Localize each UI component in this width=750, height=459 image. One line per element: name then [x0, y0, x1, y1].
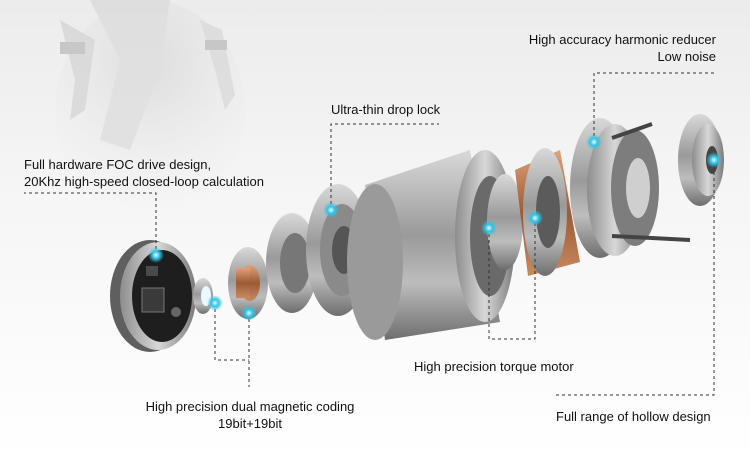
- callout-magnetic-coding: High precision dual magnetic coding 19bi…: [132, 398, 368, 432]
- callout-magnetic-coding-line1: High precision dual magnetic coding: [145, 399, 355, 414]
- leader-foc-drive: [24, 192, 157, 255]
- callout-torque-motor: High precision torque motor: [414, 358, 574, 375]
- harmonic-reducer: [570, 118, 691, 258]
- callout-hollow-design-line1: Full range of hollow design: [556, 409, 711, 424]
- callout-markers: [148, 134, 722, 321]
- leader-torque-motor: [488, 218, 536, 340]
- leader-harmonic-reducer: [593, 72, 715, 142]
- callout-magnetic-coding-line2: 19bit+19bit: [218, 416, 282, 431]
- callout-foc-drive-line2: 20Khz high-speed closed-loop calculation: [24, 174, 264, 189]
- callout-foc-drive: Full hardware FOC drive design, 20Khz hi…: [24, 156, 264, 190]
- magnetic-encoder-parts: [193, 213, 318, 319]
- marker-drop-lock: [323, 202, 339, 218]
- marker-harmonic-reducer: [586, 134, 602, 150]
- leader-lines: [24, 72, 715, 396]
- callout-harmonic-reducer-line1: High accuracy harmonic reducer: [528, 32, 716, 47]
- torque-motor-rotor: [487, 148, 580, 276]
- leader-hollow-design: [553, 160, 715, 396]
- marker-foc-drive: [148, 247, 164, 263]
- marker-torque-motor-2: [527, 210, 543, 226]
- callout-drop-lock: Ultra-thin drop lock: [331, 101, 440, 118]
- callout-harmonic-reducer-line2: Low noise: [657, 49, 716, 64]
- leader-drop-lock: [330, 123, 439, 210]
- driver-board-disk: [110, 240, 196, 352]
- leader-magnetic-coding-2: [214, 303, 249, 361]
- marker-hollow-design: [706, 152, 722, 168]
- marker-magnetic-coding: [241, 305, 257, 321]
- marker-magnetic-coding-2: [207, 295, 223, 311]
- callout-drop-lock-line1: Ultra-thin drop lock: [331, 102, 441, 117]
- callout-hollow-design: Full range of hollow design: [556, 408, 711, 425]
- marker-torque-motor: [481, 220, 497, 236]
- callout-harmonic-reducer: High accuracy harmonic reducer Low noise: [529, 31, 716, 65]
- background-robot-silhouette: [55, 0, 245, 220]
- callout-foc-drive-line1: Full hardware FOC drive design,: [24, 157, 212, 172]
- callout-torque-motor-line1: High precision torque motor: [414, 359, 574, 374]
